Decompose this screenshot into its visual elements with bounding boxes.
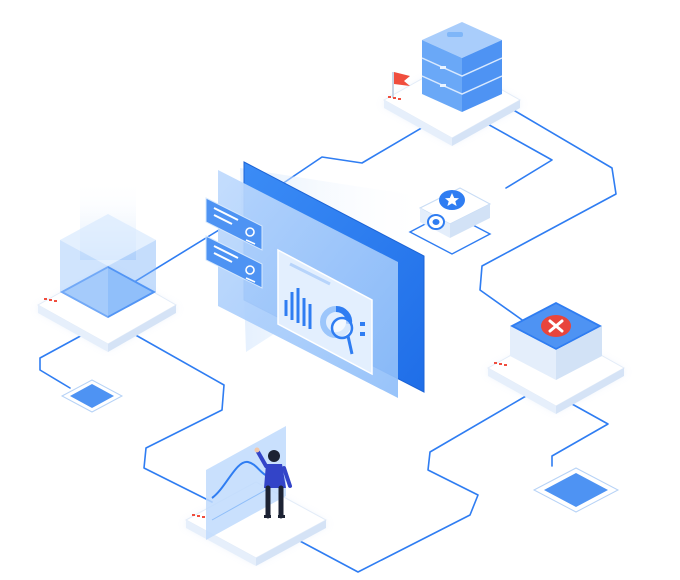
line-errorbox-to-person <box>297 395 527 573</box>
error-x-icon <box>541 315 571 337</box>
search-icon <box>330 316 354 355</box>
person-node <box>184 426 328 566</box>
line-errorbox-to-tile <box>551 403 609 467</box>
cube-node <box>36 180 178 352</box>
dashboard-panels <box>205 161 425 398</box>
line-server-to-projector <box>483 121 553 189</box>
projector-node <box>408 187 492 255</box>
red-flag-icon <box>388 72 410 100</box>
tile-right <box>532 467 620 513</box>
dashboard-screen-icon <box>277 248 373 376</box>
line-cube-to-person <box>131 332 225 503</box>
bar-chart-icon <box>284 288 312 329</box>
error-node <box>486 302 626 414</box>
line-server-to-errorbox <box>479 107 617 323</box>
server-stack-icon <box>421 22 503 112</box>
line-server-to-dashboard <box>281 122 431 185</box>
server-node <box>382 22 522 146</box>
profile-card-1 <box>205 197 263 251</box>
glass-cube-icon <box>60 214 156 318</box>
star-icon <box>439 190 465 210</box>
person-icon <box>254 447 292 519</box>
profile-card-2 <box>205 235 263 289</box>
tile-left <box>60 379 124 413</box>
line-cube-to-tile <box>39 332 87 389</box>
connection-lines <box>39 107 617 573</box>
line-cube-to-dashboard <box>117 221 233 293</box>
